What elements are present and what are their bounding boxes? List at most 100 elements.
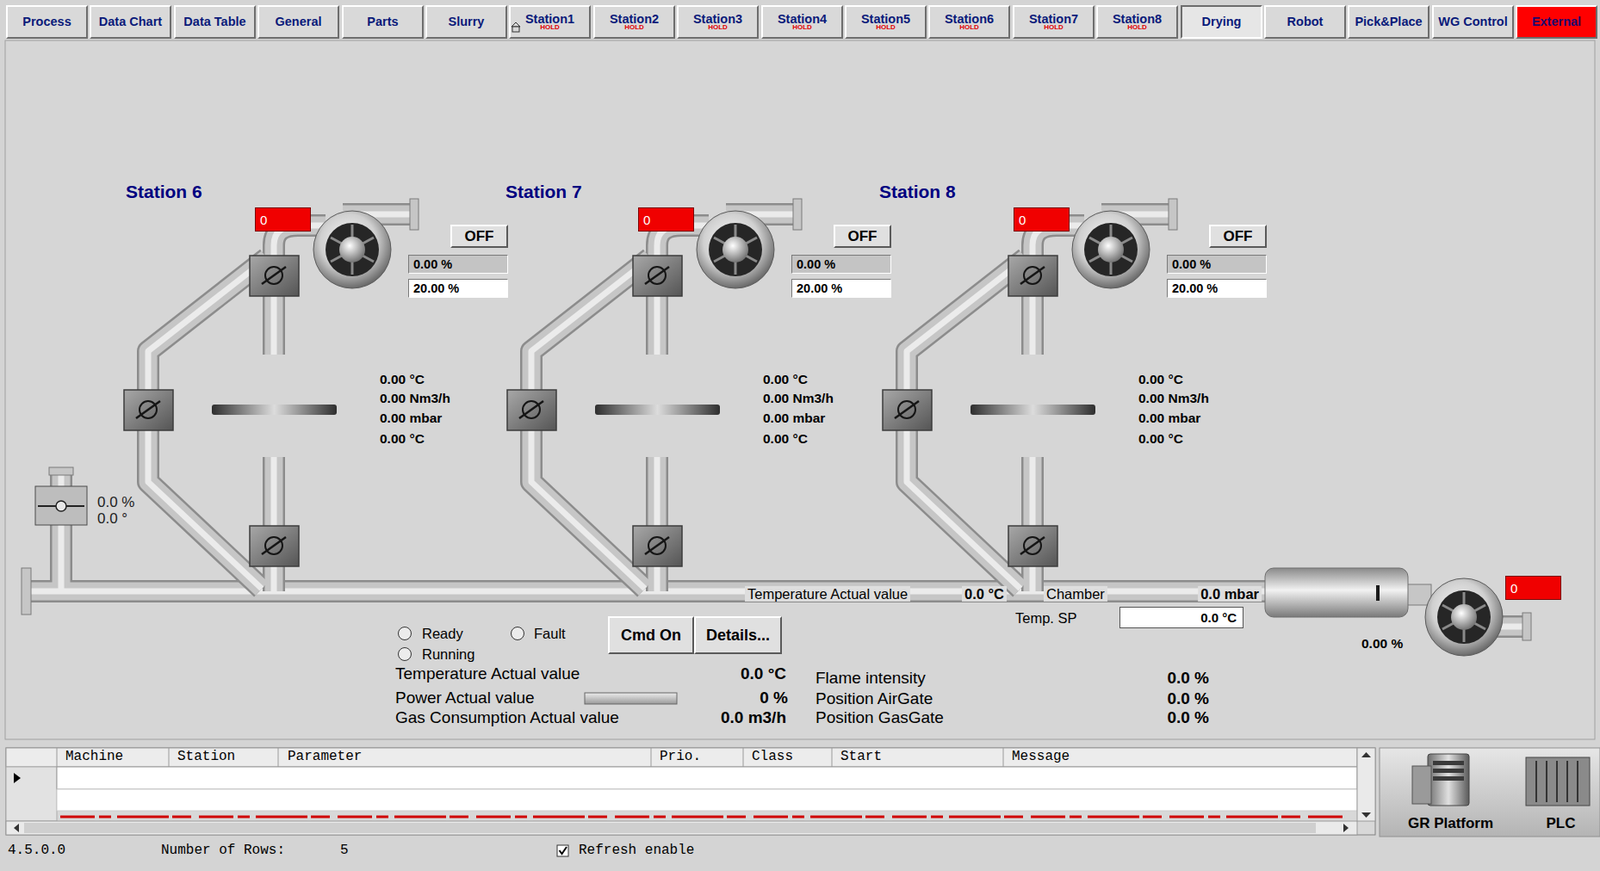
node-text: Data Table [183,15,246,29]
fan-toggle-button: OFF [450,224,509,249]
status-value: 0.0 % [1166,690,1210,709]
plc-button: PLC [1521,748,1600,838]
status-value: 0.0 °C [740,665,787,684]
node-text: OFF [848,228,878,246]
node-text: OFF [465,228,495,246]
readout-value: 0.00 °C [1138,372,1184,387]
table-header: Message [1011,750,1070,766]
node-text: Data Chart [99,15,162,29]
node-text: GR Platform [1407,815,1494,833]
nav-tab: Station2HOLD [593,5,676,39]
station-7-drying-unit [507,198,802,592]
node-text: Process [22,15,71,29]
node-text: External [1531,15,1582,29]
status-tag: HOLD [959,24,980,32]
main-panel [5,40,1595,740]
node-text: Parts [366,15,398,29]
burner [1265,568,1432,618]
station-title: Station 6 [125,181,203,202]
status-value: 0 % [759,689,788,708]
lock-icon [510,21,521,33]
fan-value: 0.00 % [1361,636,1403,652]
fan-setpoint-field: 20.00 % [1166,279,1267,298]
status-label: Gas Consumption Actual value [395,709,620,728]
table-header: Parameter [287,750,362,766]
readout-value: 0.00 °C [1138,431,1184,447]
table-header: Station [177,750,236,766]
node-text: 0 [643,212,651,228]
pipe-value: 0.0 mbar [1197,586,1262,602]
nav-tab: Station7HOLD [1012,5,1095,39]
node-text: General [275,15,323,29]
refresh-checkbox [557,845,569,857]
status-tag: HOLD [792,24,813,32]
nav-tab: Station4HOLD [761,5,844,39]
platform-icons [1379,748,1600,838]
alarm-indicator: 0 [1505,576,1562,601]
nav-tab: Parts [341,5,424,39]
alarm-indicator: 0 [1013,207,1070,232]
status-label: Temperature Actual value [395,665,580,684]
pipe-label: Temperature Actual value [744,586,911,602]
valve-value: 0.0 ° [97,511,128,528]
node-text: Pick&Place [1354,15,1422,29]
radio-label: Fault [533,626,566,642]
readout-value: 0.00 °C [762,431,808,447]
readout-value: 0.00 Nm3/h [762,390,834,406]
nav-tab: WG Control [1432,5,1514,39]
fan-actual-field: 0.00 % [408,254,509,274]
station-6-drying-unit [124,198,419,592]
checkbox-label: Refresh enable [578,843,695,860]
valve-value: 0.0 % [97,495,135,512]
table-header: Prio. [659,750,701,766]
node-text: OFF [1223,228,1253,246]
fan-actual-field: 0.00 % [1166,254,1267,274]
nav-tab: Data Chart [89,5,172,39]
readout-value: 0.00 °C [762,372,808,387]
fan-toggle-button: OFF [1209,224,1267,249]
node-text: Slurry [448,15,485,29]
fan-toggle-button: OFF [833,224,892,249]
version-text: 4.5.0.0 [7,843,66,860]
status-label: Position AirGate [815,690,933,709]
node-text: 0.00 % [796,257,836,272]
node-text: Cmd On [620,626,682,645]
inlet-valve [35,486,87,526]
status-tag: HOLD [875,24,896,32]
node-text: 0 [1018,212,1026,228]
readout-value: 0.00 °C [379,431,425,447]
platform-button: GR Platform [1379,748,1522,838]
temp-setpoint-field: 0.0 °C [1119,607,1244,629]
status-label: Flame intensity [815,669,926,689]
station-title: Station 8 [879,181,956,202]
node-text: 0.00 % [1172,257,1211,272]
readout-value: 0.00 mbar [1138,410,1201,426]
nav-tab: Station3HOLD [676,5,759,39]
alarm-table [6,748,1376,836]
node-text: WG Control [1438,15,1508,29]
exhaust-fan [1425,578,1503,657]
radio-label: Running [421,646,475,663]
status-tag: HOLD [1043,24,1064,32]
station-title: Station 7 [505,181,583,202]
nav-tab: Process [6,5,88,39]
nav-tab: Slurry [425,5,508,39]
status-tag: HOLD [707,24,728,32]
status-text: 5 [340,843,349,860]
alarm-indicator: 0 [254,207,311,232]
status-value: 0.0 % [1166,709,1210,728]
status-text: Number of Rows: [161,843,286,860]
node-text: PLC [1546,815,1576,833]
status-tag: HOLD [624,24,645,32]
status-tag: HOLD [539,24,560,32]
table-header: Start [840,750,882,766]
status-value: 0.0 m3/h [720,709,787,728]
fan-setpoint-field: 20.00 % [791,279,892,298]
pipe-value: 0.0 °C [961,586,1007,602]
table-header: Class [751,750,794,766]
table-header: Machine [65,750,124,766]
pipe-label: Chamber [1043,586,1108,602]
readout-value: 0.00 mbar [762,410,825,426]
power-bar [584,693,677,705]
readout-value: 0.00 Nm3/h [1138,390,1210,406]
